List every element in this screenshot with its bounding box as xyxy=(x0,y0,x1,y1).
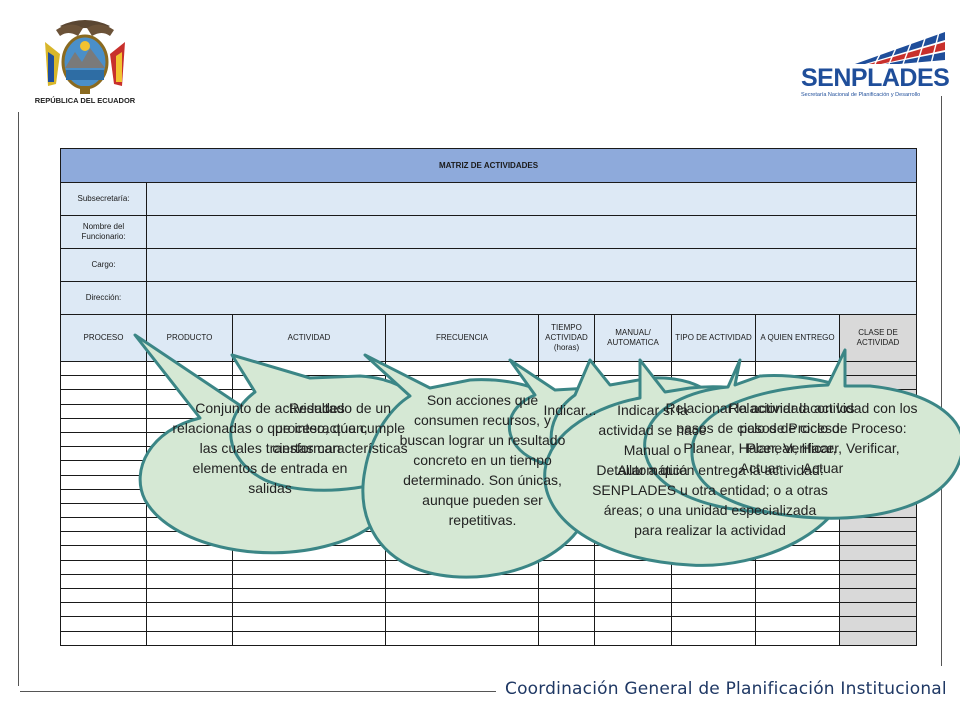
table-row xyxy=(60,630,917,646)
table-cell[interactable] xyxy=(839,630,917,646)
column-header-actividad: ACTIVIDAD xyxy=(232,314,386,362)
table-row xyxy=(60,602,917,618)
field-value-cargo[interactable] xyxy=(146,248,917,282)
callout-bubble-clase-actividad xyxy=(690,348,960,520)
column-header-frecuencia: FRECUENCIA xyxy=(385,314,539,362)
senplades-subtitle: Secretaría Nacional de Planificación y D… xyxy=(801,92,921,98)
coat-of-arms-icon xyxy=(45,20,125,94)
matrix-title: MATRIZ DE ACTIVIDADES xyxy=(60,148,917,183)
table-cell[interactable] xyxy=(839,517,917,533)
table-cell[interactable] xyxy=(839,559,917,575)
table-cell[interactable] xyxy=(839,602,917,618)
column-header-tipo-actividad: TIPO DE ACTIVIDAD xyxy=(671,314,756,362)
field-label-direccion: Dirección: xyxy=(60,281,147,315)
callout-text-clase-actividad: Relacionar la actividad con los pasos de… xyxy=(728,400,918,476)
callout-text-manual-automatica: Indicar si la actividad se hace Manual o… xyxy=(598,402,707,478)
column-header-a-quien-entrego: A QUIEN ENTREGO xyxy=(755,314,840,362)
table-cell[interactable] xyxy=(839,573,917,590)
column-header-clase-actividad: CLASE DE ACTIVIDAD xyxy=(839,314,917,362)
callout-text-a-quien-entrego: Detallar a quién entrega la actividad: S… xyxy=(592,462,828,538)
footer-coordination-title: Coordinación General de Planificación In… xyxy=(505,679,947,699)
senplades-brand-text: SENPLADES xyxy=(801,64,950,92)
right-frame-line xyxy=(941,96,942,666)
senplades-emblem-icon xyxy=(855,31,945,65)
field-label-cargo: Cargo: xyxy=(60,248,147,282)
table-cell[interactable] xyxy=(839,587,917,604)
table-row xyxy=(60,559,917,575)
left-frame-line xyxy=(18,112,19,686)
callout-text-producto: Resultado de un proceso, que cumple cier… xyxy=(272,400,408,456)
callout-text-tipo-actividad: Relacionar la actividad con los pasos de… xyxy=(665,400,855,476)
ecuador-coat-of-arms-logo: REPÚBLICA DEL ECUADOR xyxy=(20,12,150,112)
field-value-direccion[interactable] xyxy=(146,281,917,315)
field-label-nombre-funcionario: Nombre del Funcionario: xyxy=(60,215,147,249)
table-cell[interactable] xyxy=(839,360,917,377)
ecuador-logo-caption: REPÚBLICA DEL ECUADOR xyxy=(34,96,136,105)
field-label-subsecretaria: Subsecretaría: xyxy=(60,182,147,216)
callout-text-actividad: Son acciones que consumen recursos, y bu… xyxy=(399,392,566,528)
senplades-logo: SENPLADES Secretaría Nacional de Planifi… xyxy=(795,30,950,100)
bottom-frame-line xyxy=(20,691,496,692)
callout-text-proceso: Conjunto de actividades relacionadas o q… xyxy=(172,400,368,496)
matrix-header-row: PROCESO PRODUCTO ACTIVIDAD FRECUENCIA TI… xyxy=(60,314,917,362)
callout-text-frecuencia: Indicar... xyxy=(543,402,597,418)
field-value-nombre-funcionario[interactable] xyxy=(146,215,917,249)
